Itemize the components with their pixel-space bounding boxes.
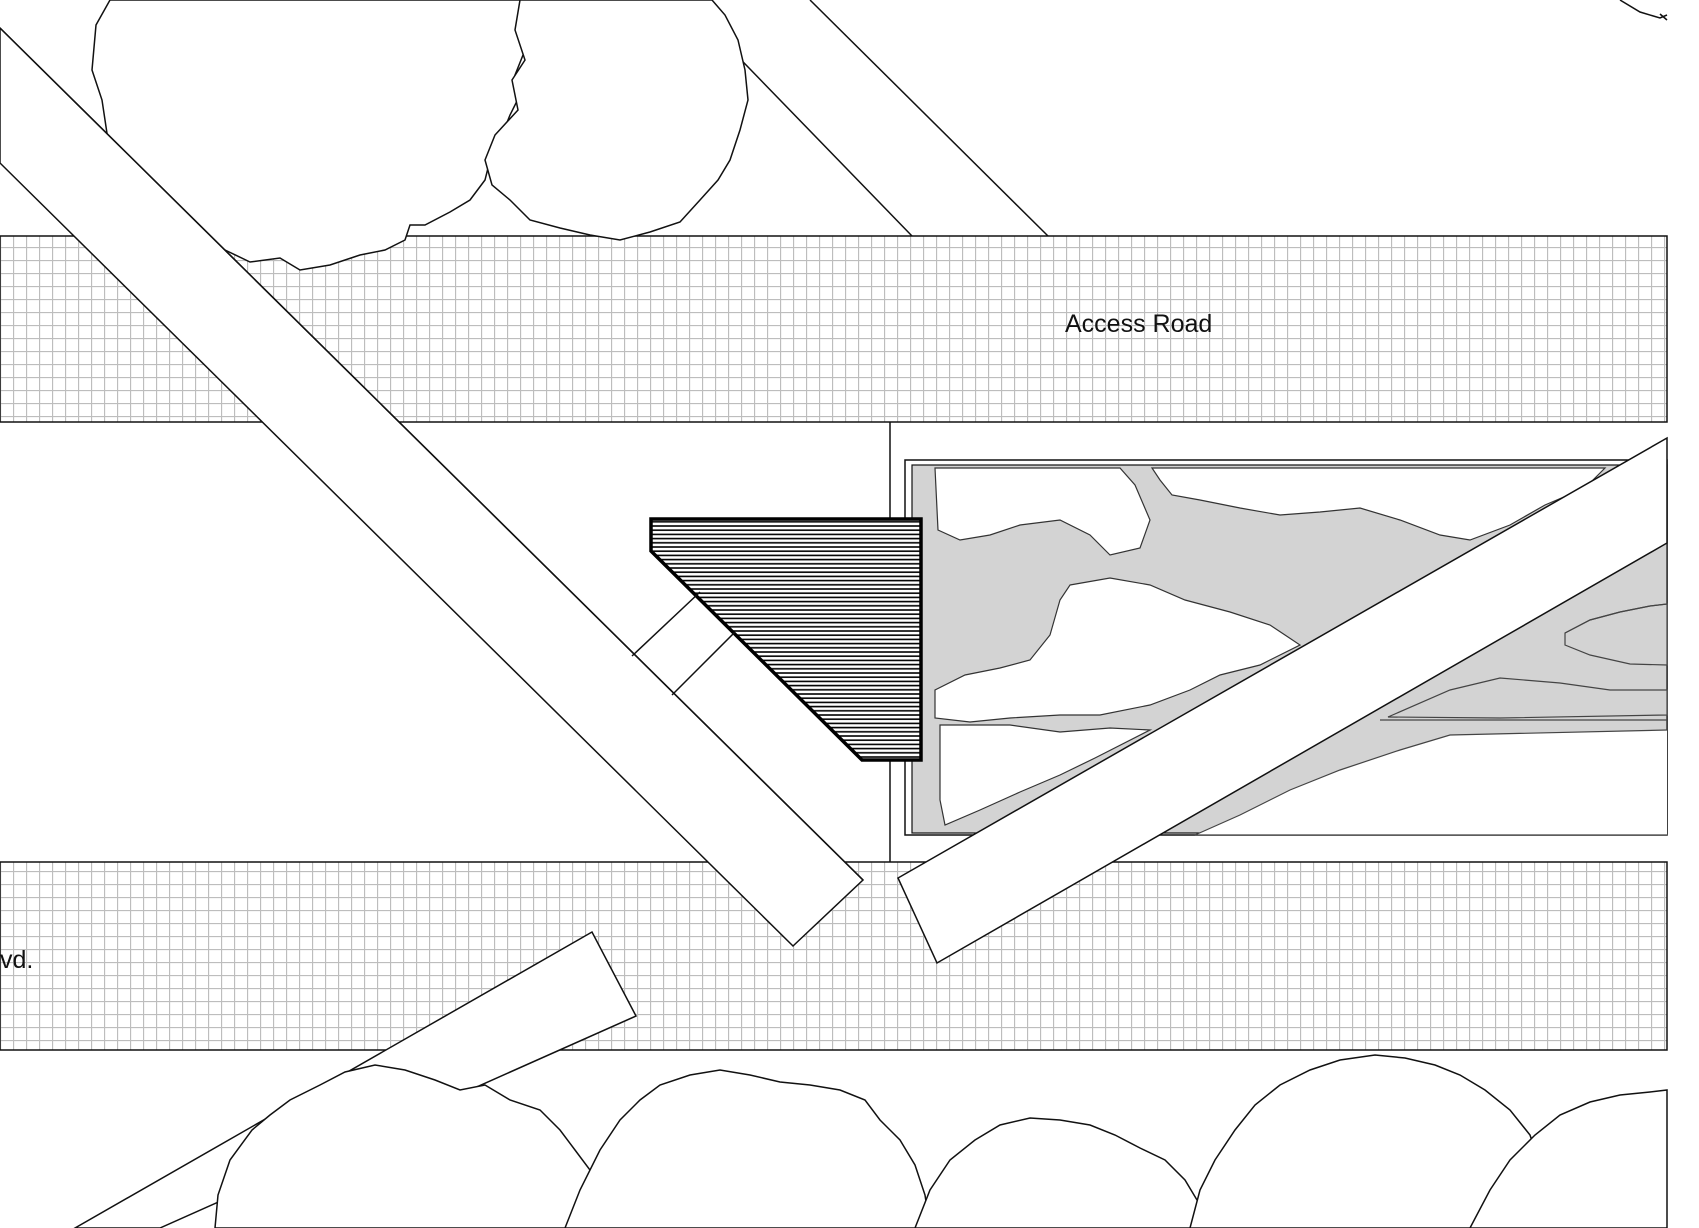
boulevard-label: vd. xyxy=(0,946,33,974)
access-road-label: Access Road xyxy=(1065,310,1212,338)
tree-canopies-south xyxy=(214,1054,1668,1228)
walkway-edge-line xyxy=(0,27,864,881)
building-footprint xyxy=(649,517,923,762)
tree-canopy-northeast-edge xyxy=(1619,0,1668,19)
tree-canopy-north xyxy=(484,0,749,241)
east-lawn-strips xyxy=(1194,603,1668,836)
building-connector-bridge xyxy=(631,591,736,696)
north-diagonal-lines xyxy=(682,0,1668,237)
diagonal-walkway-east xyxy=(897,436,1668,965)
planting-bed-patches xyxy=(934,467,1607,826)
